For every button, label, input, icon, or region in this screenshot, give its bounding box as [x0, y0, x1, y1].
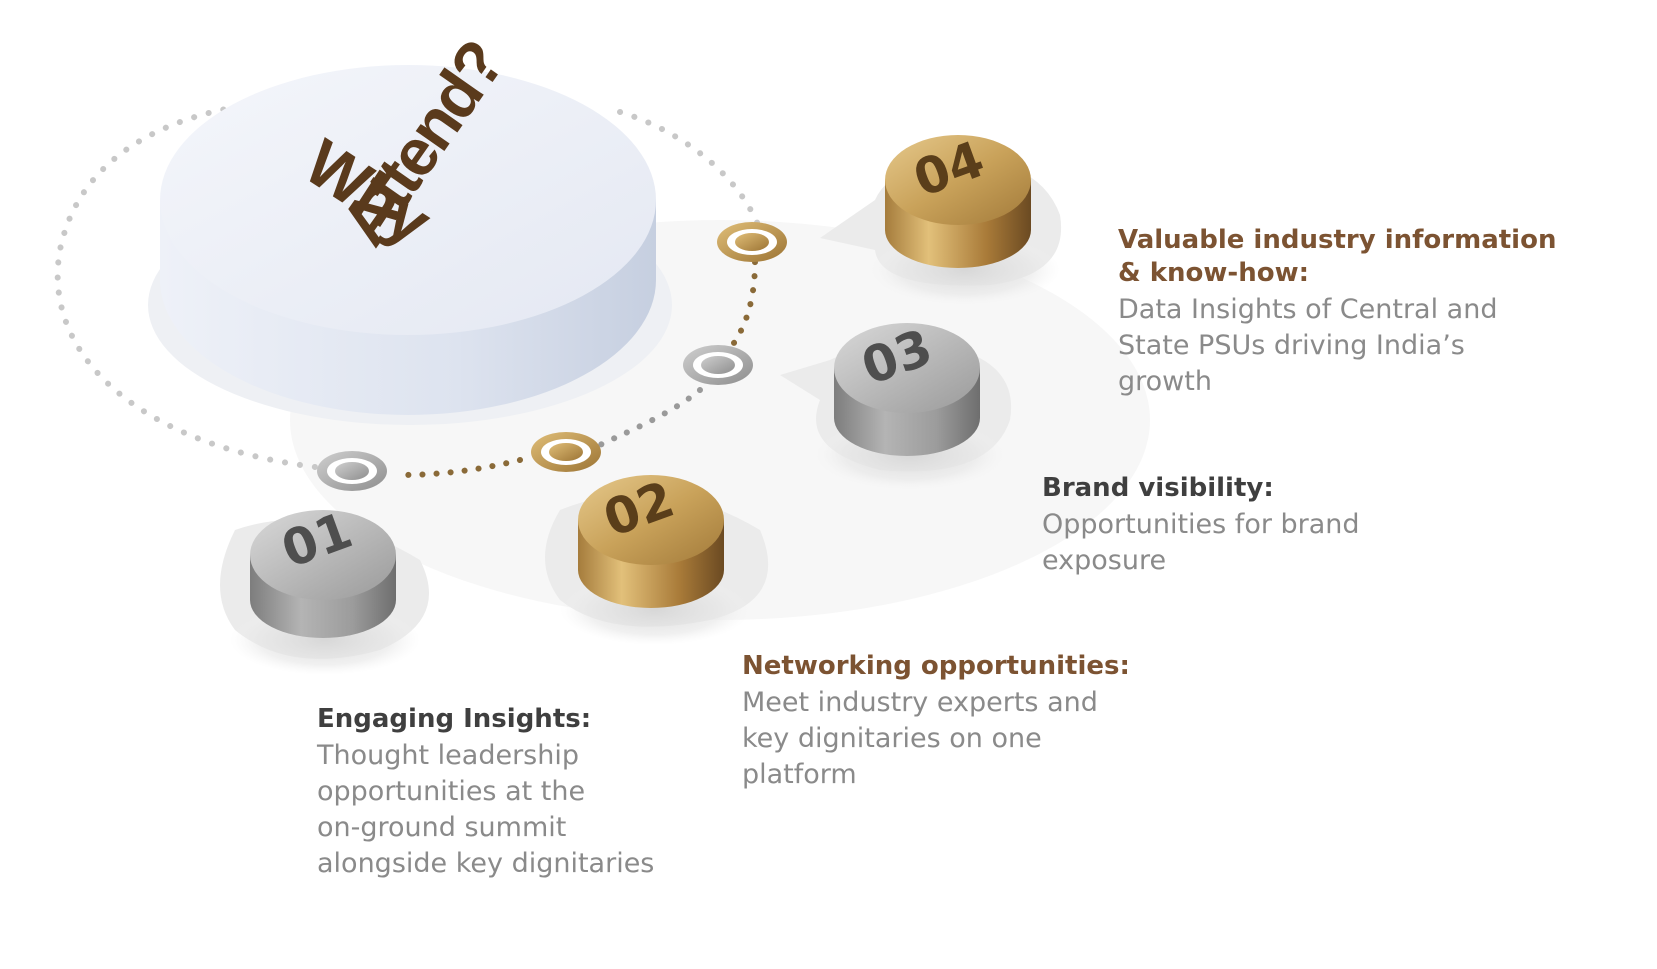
item-04-heading-line-2: & know-how: — [1118, 258, 1309, 288]
item-04-desc-line-2: State PSUs driving India’s — [1118, 330, 1465, 361]
item-04-desc-line-3: growth — [1118, 366, 1212, 397]
puck-02: 02 — [560, 470, 750, 645]
item-03-desc-line-1: Opportunities for brand — [1042, 509, 1360, 540]
puck-04: 04 — [870, 130, 1060, 305]
connector-ring-2 — [531, 432, 601, 472]
item-01-desc-line-3: on-ground summit — [317, 812, 567, 843]
item-02-desc-line-1: Meet industry experts and — [742, 687, 1098, 718]
item-04-heading: Valuable industry information & know-how… — [1118, 224, 1618, 290]
item-03-desc-line-2: exposure — [1042, 545, 1167, 576]
item-04-description: Data Insights of Central and State PSUs … — [1118, 292, 1618, 400]
connector-ring-1 — [317, 451, 387, 491]
item-02-text: Networking opportunities: Meet industry … — [742, 650, 1182, 793]
item-03-heading: Brand visibility: — [1042, 473, 1274, 503]
connector-ring-3 — [683, 345, 753, 385]
puck-01: 01 — [230, 501, 420, 675]
item-01-text: Engaging Insights: Thought leadership op… — [317, 703, 737, 882]
connector-ring-4 — [717, 222, 787, 262]
item-02-heading: Networking opportunities: — [742, 651, 1130, 681]
item-03-description: Opportunities for brand exposure — [1042, 507, 1462, 579]
title-cylinder: Why Attend? — [148, 29, 672, 425]
item-01-desc-line-1: Thought leadership — [317, 740, 579, 771]
item-04-heading-line-1: Valuable industry information — [1118, 225, 1557, 255]
item-02-desc-line-2: key dignitaries on one — [742, 723, 1042, 754]
item-01-desc-line-2: opportunities at the — [317, 776, 586, 807]
item-01-description: Thought leadership opportunities at the … — [317, 738, 737, 882]
puck-03: 03 — [815, 318, 1005, 490]
item-02-description: Meet industry experts and key dignitarie… — [742, 685, 1182, 793]
item-04-text: Valuable industry information & know-how… — [1118, 224, 1618, 400]
item-01-desc-line-4: alongside key dignitaries — [317, 848, 655, 879]
item-03-text: Brand visibility: Opportunities for bran… — [1042, 472, 1462, 579]
item-02-desc-line-3: platform — [742, 759, 857, 790]
item-01-heading: Engaging Insights: — [317, 704, 592, 734]
item-04-desc-line-1: Data Insights of Central and — [1118, 294, 1498, 325]
